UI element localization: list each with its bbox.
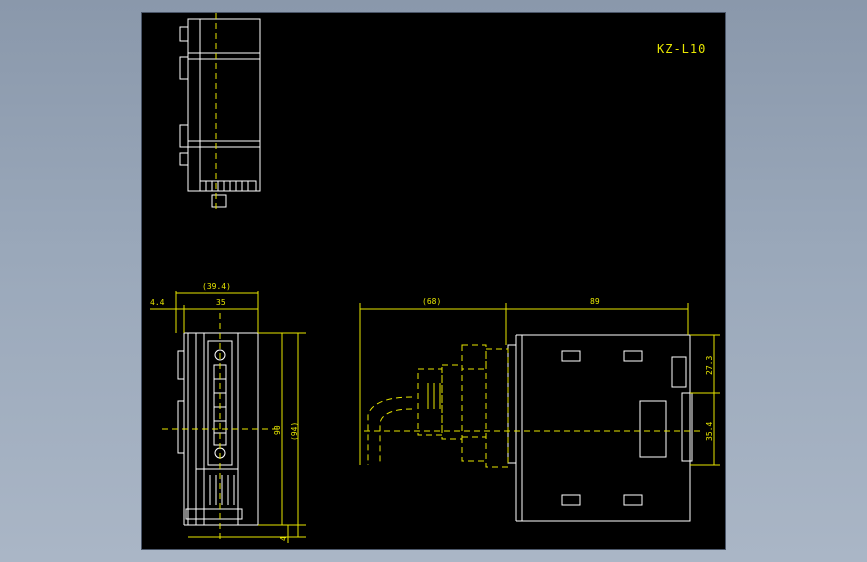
dim-4: 4 xyxy=(279,536,288,541)
dim-68: (68) xyxy=(422,297,441,306)
dim-89: 89 xyxy=(590,297,600,306)
side-view-dimensions xyxy=(359,303,720,466)
dim-27-3: 27.3 xyxy=(705,356,714,375)
front-view-dimensions xyxy=(150,291,306,543)
side-view xyxy=(364,334,702,522)
dim-94: (94) xyxy=(290,422,299,441)
cad-drawing-canvas: KZ-L10 xyxy=(142,13,725,549)
dim-39-4: (39.4) xyxy=(202,282,231,291)
cad-drawing: KZ-L10 xyxy=(150,13,720,543)
dim-35: 35 xyxy=(216,298,226,307)
drawing-title: KZ-L10 xyxy=(657,42,706,56)
dim-90: 90 xyxy=(273,425,282,435)
dim-4-4: 4.4 xyxy=(150,298,165,307)
top-view xyxy=(179,13,261,213)
dim-35-4: 35.4 xyxy=(705,422,714,441)
front-view xyxy=(162,313,282,543)
